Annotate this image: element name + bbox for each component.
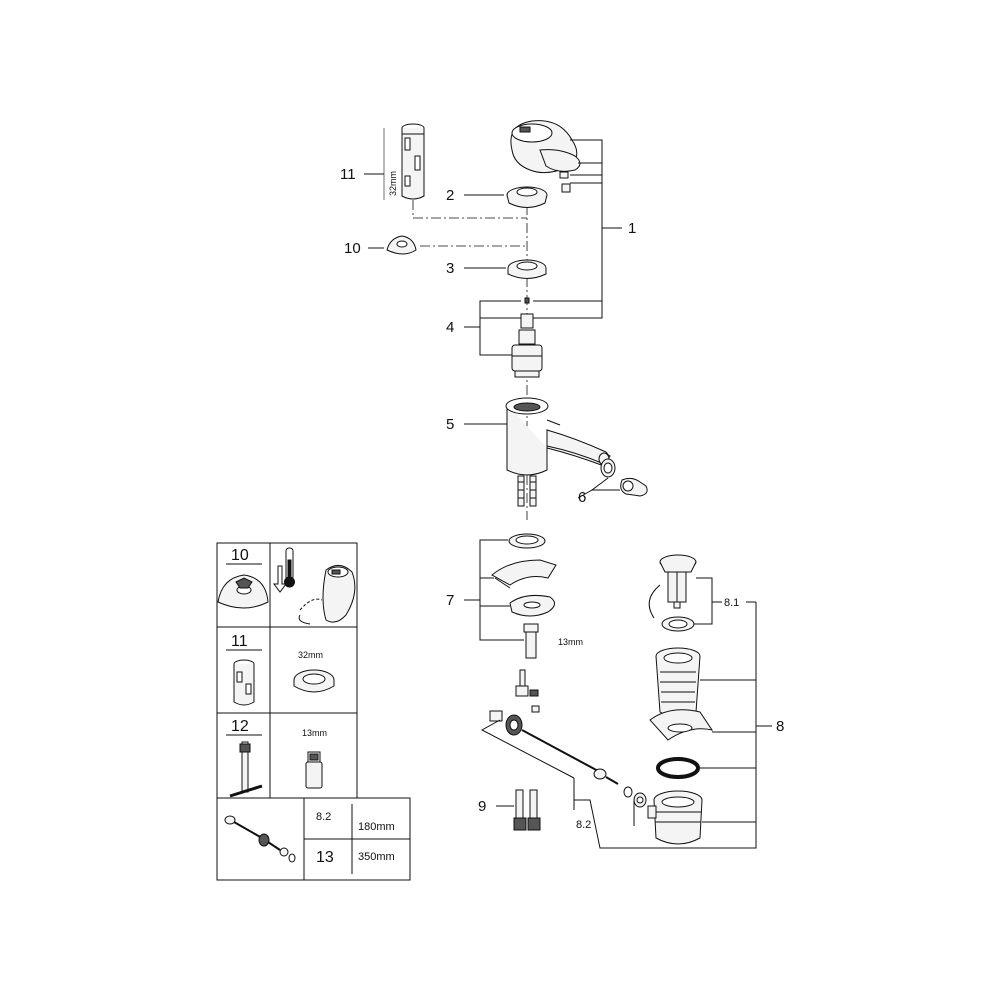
cap-dimension: 13mm	[558, 637, 583, 647]
t-wrench-thumbnail	[229, 741, 263, 798]
seal-ring-thumbnail	[293, 669, 335, 693]
adapter-thumbnail	[305, 751, 323, 789]
callout-2: 2	[446, 187, 454, 204]
lever-handle	[510, 120, 581, 174]
waste-washer	[649, 709, 714, 741]
cartridge-tool	[401, 123, 425, 200]
row-10-number: 10	[231, 547, 249, 564]
waste-body	[655, 647, 701, 718]
tool-dimension: 32mm	[388, 171, 398, 196]
callout-10: 10	[344, 240, 361, 257]
row-13-length: 350mm	[358, 851, 395, 863]
thermometer-icon	[273, 547, 295, 593]
leader-lines	[364, 128, 772, 849]
pop-up-plug	[648, 554, 697, 619]
spare-parts-table: 10 11	[216, 542, 411, 881]
cover-cap	[506, 186, 548, 208]
callout-8: 8	[776, 718, 784, 735]
callout-8-2: 8.2	[576, 819, 591, 831]
bidet-nozzle	[600, 458, 648, 497]
table-row: 10	[217, 547, 356, 625]
callout-11: 11	[340, 166, 356, 183]
callout-7: 7	[446, 592, 454, 609]
table-row: 8.2 180mm 13 350mm	[224, 811, 395, 866]
table-row: 12 13mm	[229, 718, 327, 798]
row-12-dimension: 13mm	[302, 728, 327, 738]
tool-thumbnail	[233, 659, 255, 706]
row-8-2-number: 8.2	[316, 811, 331, 823]
row-11-number: 11	[231, 633, 248, 650]
temperature-limiter	[386, 235, 417, 255]
row-13-number: 13	[316, 849, 334, 866]
cartridge	[511, 297, 543, 378]
callout-1: 1	[628, 220, 636, 237]
plug-seal	[661, 616, 695, 632]
row-12-number: 12	[231, 718, 249, 735]
limiter-thumbnail	[217, 574, 269, 609]
row-11-dimension: 32mm	[298, 650, 323, 660]
drain-rod	[489, 669, 647, 808]
drain-rod-thumbnail	[224, 815, 296, 863]
table-row: 11 32mm	[231, 633, 335, 706]
mixer-body	[505, 397, 611, 507]
handle-screw	[559, 171, 571, 193]
lever-handle-icon	[298, 565, 356, 625]
waste-o-ring	[656, 757, 700, 779]
callout-5: 5	[446, 416, 454, 433]
row-8-2-length: 180mm	[358, 821, 395, 833]
supply-hoses	[513, 789, 541, 831]
cartridge-nut	[507, 259, 547, 279]
fixing-set	[491, 533, 557, 659]
callout-8-1: 8.1	[724, 597, 739, 609]
callout-4: 4	[446, 319, 454, 336]
waste-nut	[647, 790, 703, 845]
callout-6: 6	[578, 489, 586, 506]
callout-9: 9	[478, 798, 486, 815]
callout-3: 3	[446, 260, 454, 277]
